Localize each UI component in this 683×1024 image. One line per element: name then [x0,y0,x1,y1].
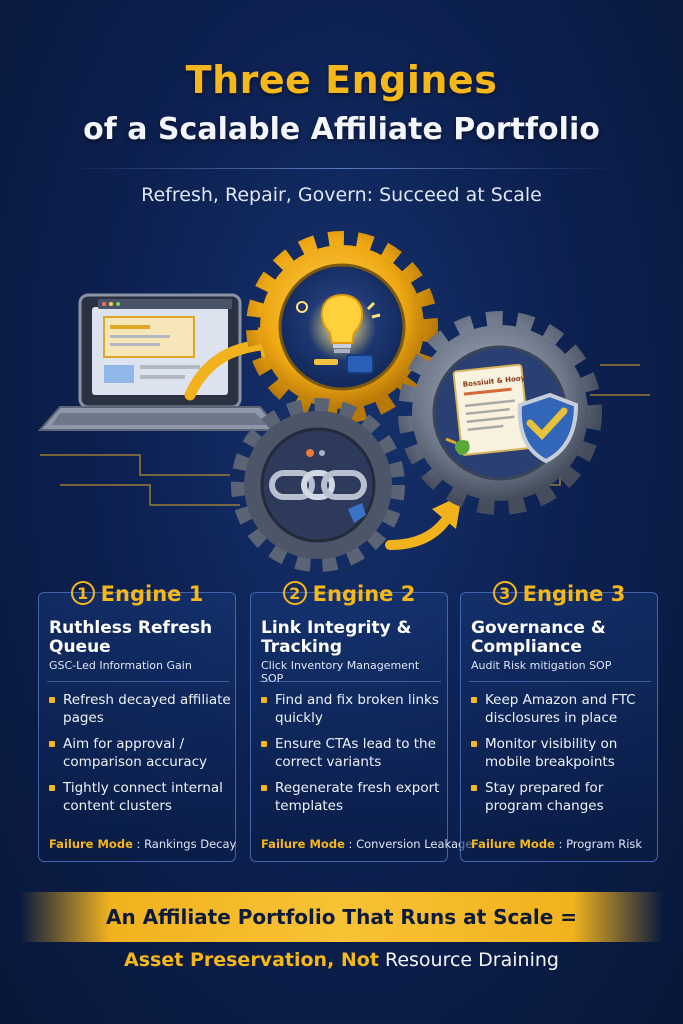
engine-subtitle: Audit Risk mitigation SOP [471,659,612,672]
engine-label: Engine 2 [312,582,416,606]
bullet-text: Aim for approval / comparison accuracy [63,736,208,770]
card-divider [259,681,441,682]
footer-banner: An Affiliate Portfolio That Runs at Scal… [20,892,663,942]
failure-mode-label: Failure Mode [471,837,555,851]
card-divider [47,681,229,682]
bullet-text: Ensure CTAs lead to the correct variants [275,736,436,770]
list-item: Aim for approval / comparison accuracy [49,735,231,771]
bullet-icon [261,741,267,747]
card-divider [469,681,651,682]
engine-number-badge: 1 [70,581,95,605]
bullet-text: Stay prepared for program changes [485,780,604,814]
failure-mode-value: Conversion Leakage [356,837,473,851]
footer-tagline-highlight: Asset Preservation, Not [124,949,379,971]
footer-tagline: Asset Preservation, Not Resource Drainin… [0,948,683,972]
list-item: Monitor visibility on mobile breakpoints [471,735,653,771]
page-subtitle: Refresh, Repair, Govern: Succeed at Scal… [141,184,542,206]
lightbulb-gear-icon [246,231,438,423]
engine-label: Engine 3 [522,582,626,606]
engine-title: Link Integrity & Tracking [261,618,412,657]
failure-mode: Failure Mode : Program Risk [471,837,643,851]
engine-bullet-list: Find and fix broken links quickly Ensure… [261,691,443,823]
failure-mode: Failure Mode : Rankings Decay [49,837,237,851]
failure-mode-value: Rankings Decay [144,837,237,851]
bullet-icon [471,785,477,791]
engine-number-badge: 2 [282,581,307,605]
list-item: Find and fix broken links quickly [261,691,443,727]
arrow-icon [184,339,268,401]
list-item: Keep Amazon and FTC disclosures in place [471,691,653,727]
list-item: Regenerate fresh export templates [261,779,443,815]
engine-bullet-list: Keep Amazon and FTC disclosures in place… [471,691,653,823]
bullet-icon [471,741,477,747]
list-item: Refresh decayed affiliate pages [49,691,231,727]
engine-subtitle: Click Inventory Management SOP [261,659,420,685]
bullet-text: Find and fix broken links quickly [275,692,439,726]
list-item: Ensure CTAs lead to the correct variants [261,735,443,771]
bullet-icon [49,741,55,747]
bullet-text: Keep Amazon and FTC disclosures in place [485,692,636,726]
engine-subtitle: GSC-Led Information Gain [49,659,192,672]
failure-mode-value: Program Risk [566,837,643,851]
engines-illustration: Bossiuit & Hooy [37,231,650,572]
laptop-icon [37,293,283,431]
failure-mode-label: Failure Mode [261,837,345,851]
page-title-line2: of a Scalable Affiliate Portfolio [83,112,600,147]
bullet-text: Regenerate fresh export templates [275,780,440,814]
list-item: Stay prepared for program changes [471,779,653,815]
bullet-icon [49,785,55,791]
bullet-text: Refresh decayed affiliate pages [63,692,231,726]
bullet-icon [49,697,55,703]
footer-tagline-rest: Resource Draining [384,949,559,971]
engine-bullet-list: Refresh decayed affiliate pages Aim for … [49,691,231,823]
engine-title: Ruthless Refresh Queue [49,618,213,657]
chain-link-gear-icon [231,398,405,572]
arrow-icon [385,512,453,550]
engine-label: Engine 1 [100,582,204,606]
engine-title: Governance & Compliance [471,618,606,657]
page-title: Three Engines [185,58,498,102]
bullet-text: Tightly connect internal content cluster… [63,780,223,814]
bullet-icon [261,785,267,791]
failure-mode-label: Failure Mode [49,837,133,851]
failure-mode: Failure Mode : Conversion Leakage [261,837,473,851]
bullet-text: Monitor visibility on mobile breakpoints [485,736,618,770]
document-shield-gear-icon: Bossiuit & Hooy [398,311,602,515]
list-item: Tightly connect internal content cluster… [49,779,231,815]
bullet-icon [261,697,267,703]
engine-number-badge: 3 [492,581,517,605]
title-divider [60,168,623,169]
bullet-icon [471,697,477,703]
